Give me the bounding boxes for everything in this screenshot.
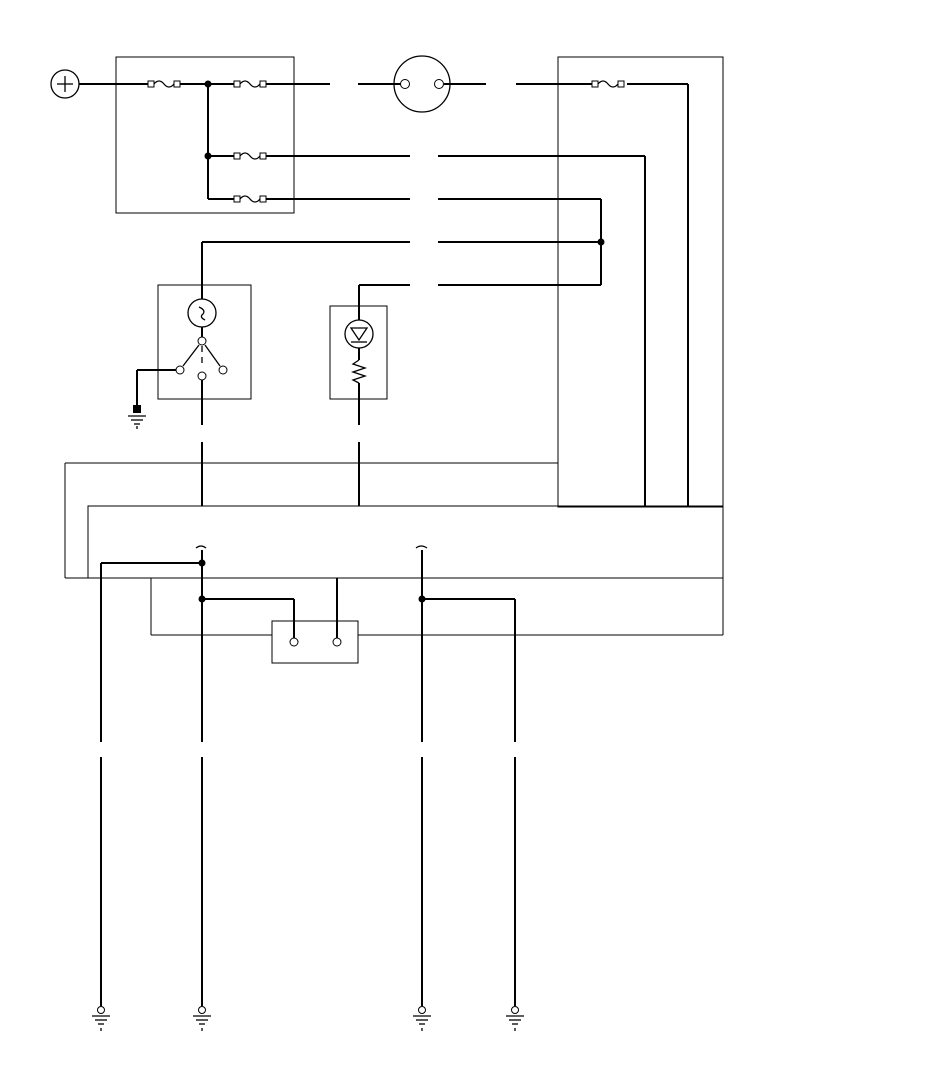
battery-positive-icon [50, 69, 80, 99]
lamp-icon [358, 55, 486, 113]
splice-marker [195, 545, 428, 549]
right-fuse-box [557, 56, 724, 508]
led-indicator-icon [344, 284, 410, 360]
switch-wiring [136, 241, 410, 425]
switch-box [157, 284, 252, 400]
top-left-wiring [79, 80, 410, 200]
resistor-icon [350, 359, 368, 425]
fuse-icon [233, 195, 267, 203]
fuse-icon [233, 152, 267, 160]
fuse-icon [591, 80, 625, 88]
ground-wiring [100, 757, 516, 1006]
ground-icon [91, 1005, 111, 1032]
fuse-icon [147, 80, 181, 88]
fuse-box [115, 56, 295, 214]
connector-block [271, 620, 359, 664]
bottom-wiring [100, 550, 516, 742]
ground-icon [128, 405, 146, 429]
ground-icon [412, 1005, 432, 1032]
harness-outline [64, 213, 724, 636]
ground-icon [505, 1005, 525, 1032]
fuse-icon [233, 80, 267, 88]
ground-icon [192, 1005, 212, 1032]
right-wiring [438, 83, 689, 506]
